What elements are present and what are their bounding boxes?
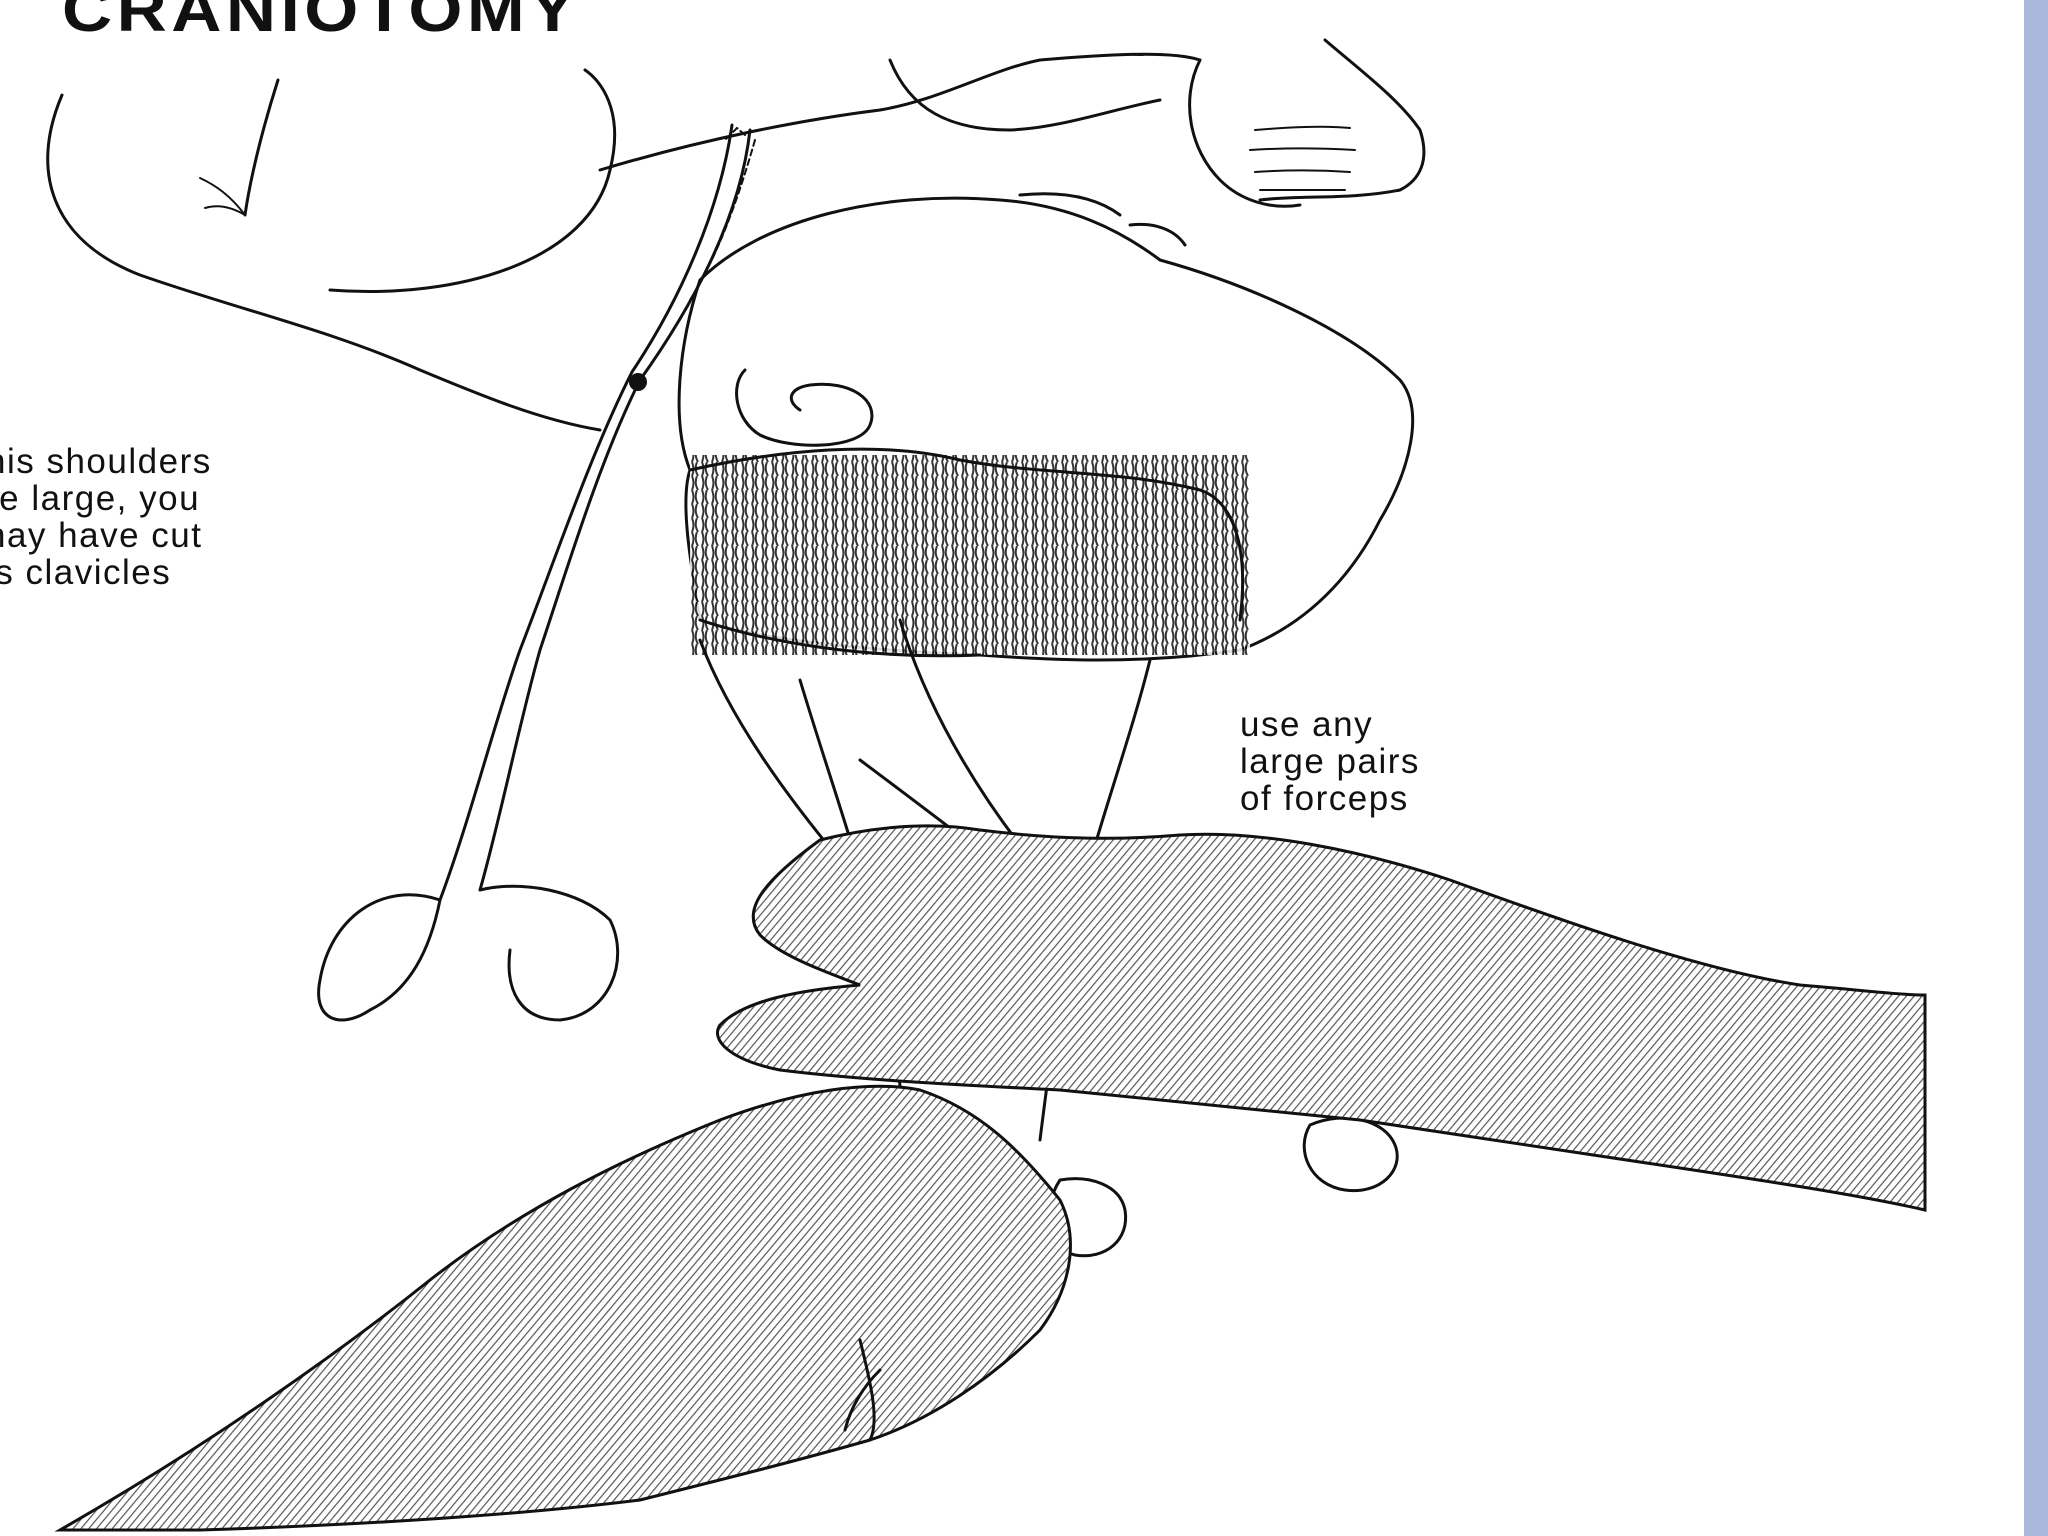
clavicles-caption: his shoulders re large, you nay have cut… [0, 442, 212, 592]
slide-edge-bar [2024, 0, 2048, 1536]
baby-head [677, 192, 1415, 662]
forceps-caption: use any large pairs of forceps [1240, 705, 1420, 818]
baby-legs-and-foot [598, 38, 1426, 208]
scissors-drawing [317, 123, 756, 1022]
figure-title: CRANIOTOMY [62, 0, 581, 45]
lower-hand [54, 1084, 1072, 1532]
baby-buttock-outline [46, 68, 617, 432]
upper-hand [716, 824, 1927, 1212]
